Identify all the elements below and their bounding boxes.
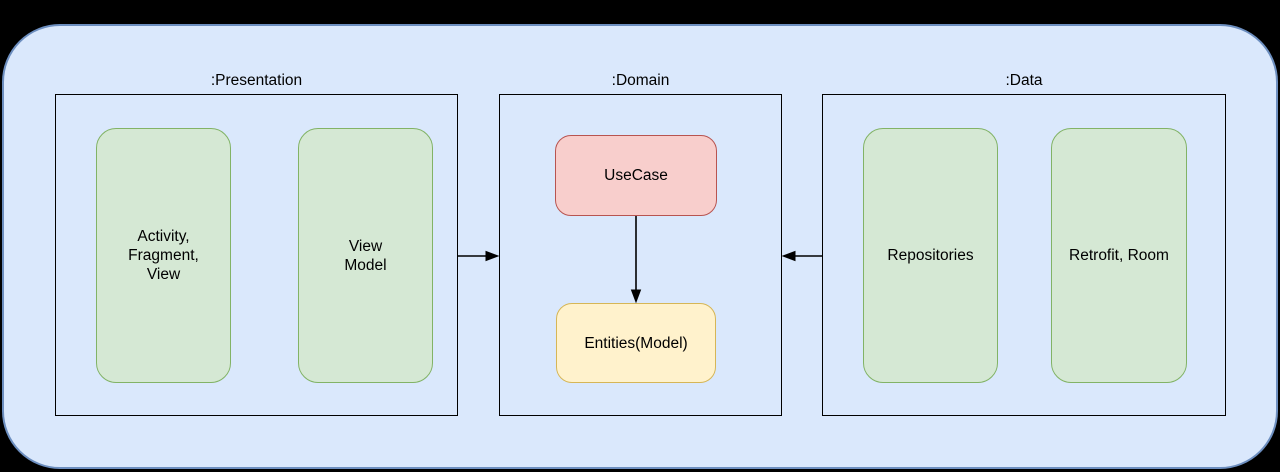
node-retrofit-room-label: Retrofit, Room — [1069, 247, 1169, 264]
node-activity-fragment-view: Activity, Fragment, View — [96, 128, 231, 383]
section-domain-label: :Domain — [611, 72, 670, 89]
section-data-label: :Data — [1005, 72, 1043, 89]
node-retrofit-room: Retrofit, Room — [1051, 128, 1187, 383]
node-entities-model: Entities(Model) — [556, 303, 716, 383]
node-repositories: Repositories — [863, 128, 998, 383]
section-presentation-label: :Presentation — [210, 72, 303, 89]
section-data-box — [822, 94, 1226, 416]
node-entities-model-label: Entities(Model) — [584, 334, 688, 352]
section-domain-box — [499, 94, 782, 416]
node-view-model: View Model — [298, 128, 433, 383]
node-usecase: UseCase — [555, 135, 717, 216]
node-repositories-label: Repositories — [887, 247, 974, 264]
section-presentation-box — [55, 94, 458, 416]
node-usecase-label: UseCase — [604, 167, 668, 184]
node-activity-fragment-view-label: Activity, Fragment, View — [128, 228, 199, 283]
node-view-model-label: View Model — [344, 237, 387, 274]
